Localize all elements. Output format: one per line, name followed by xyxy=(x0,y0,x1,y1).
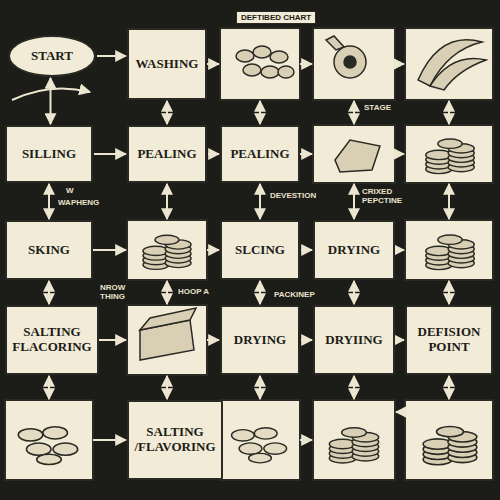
note-label: CRIXED PEPCTINE xyxy=(360,188,408,206)
flow-arrow xyxy=(259,281,261,304)
step-label: DEFISION POINT xyxy=(411,325,487,355)
process-box: SKING xyxy=(5,220,93,280)
flow-arrow xyxy=(353,281,355,304)
flow-arrow xyxy=(301,339,312,341)
flow-arrow xyxy=(48,184,50,219)
note-label: W xyxy=(64,187,76,196)
process-box: PEALING xyxy=(220,125,300,183)
process-box: SLCING xyxy=(220,220,300,280)
flow-arrow xyxy=(166,101,168,124)
note-label: STAGE xyxy=(362,104,393,113)
flow-arrow xyxy=(208,153,219,155)
process-box: DRYING xyxy=(313,220,395,280)
step-label: DRYIING xyxy=(325,333,382,348)
process-box: DRYING xyxy=(220,305,300,375)
note-label: HOOP A xyxy=(176,288,211,297)
flow-arrow xyxy=(94,153,126,155)
step-label: PEALING xyxy=(137,147,196,162)
flow-arrow xyxy=(97,55,126,57)
start-oval: START xyxy=(8,35,96,77)
process-box: SALTING FLACORING xyxy=(5,305,99,375)
process-box: PEALING xyxy=(127,125,207,183)
flow-arrow xyxy=(48,281,50,304)
process-box: WASHING xyxy=(127,28,207,100)
step-label: PEALING xyxy=(230,147,289,162)
note-label: WAPHENG xyxy=(56,199,101,208)
step-label: SALTING FLACORING xyxy=(11,325,93,355)
step-label: SALTING /FLAVORING xyxy=(133,425,217,455)
step-label: START xyxy=(31,49,73,64)
flow-arrow xyxy=(301,249,312,251)
process-box: DEFISION POINT xyxy=(405,305,493,375)
flow-arrow xyxy=(396,339,404,341)
note-label: NROW THING xyxy=(98,284,146,302)
note-label: PACKINEP xyxy=(272,291,317,300)
process-box: SALTING /FLAVORING xyxy=(127,400,223,480)
note-label: DEVESTION xyxy=(268,192,318,201)
chart-title: DEFTIBED CHART xyxy=(236,11,316,24)
process-box: SILLING xyxy=(5,125,93,183)
flow-arrow xyxy=(259,184,261,219)
flow-arrow xyxy=(50,78,52,124)
step-label: DRYING xyxy=(234,333,286,348)
step-label: SLCING xyxy=(235,243,285,258)
process-box: DRYIING xyxy=(313,305,395,375)
step-label: SKING xyxy=(28,243,70,258)
step-label: WASHING xyxy=(136,57,199,72)
step-label: DRYING xyxy=(328,243,380,258)
step-label: SILLING xyxy=(22,147,76,162)
